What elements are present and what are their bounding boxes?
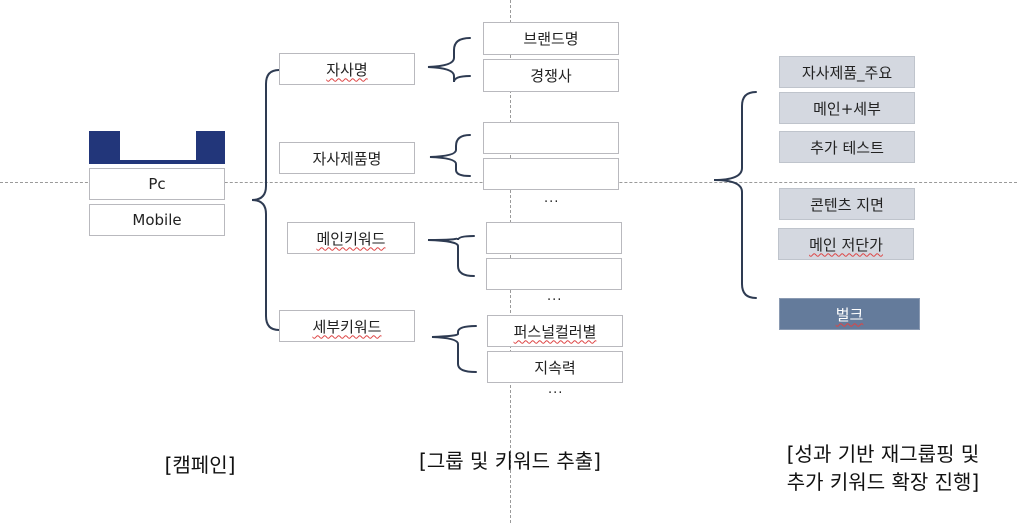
keyword-box-competitor: 경쟁사 [483, 59, 619, 92]
campaign-bracket [251, 69, 280, 331]
brand-bracket [427, 37, 471, 83]
keyword-box-main-1 [486, 222, 622, 254]
regroup-label-extra-test: 추가 테스트 [810, 138, 884, 157]
group-label-product: 자사제품명 [312, 149, 382, 168]
campaign-pc-label: Pc [148, 175, 166, 193]
caption-regroup-line1-text: [성과 기반 재그룹핑 및 [786, 442, 980, 466]
keyword-label-brand-name: 브랜드명 [523, 30, 579, 48]
product-bracket [429, 134, 471, 177]
group-box-detail-keyword: 세부키워드 [279, 310, 415, 342]
group-label-detail-keyword: 세부키워드 [312, 317, 382, 336]
caption-group-keyword: [그룹 및 키워드 추출] [419, 449, 601, 473]
campaign-header-inner [120, 131, 196, 160]
detail-keyword-bracket [431, 325, 477, 373]
campaign-mobile-label: Mobile [132, 211, 182, 229]
keyword-box-main-2 [486, 258, 622, 290]
group-box-product: 자사제품명 [279, 142, 415, 174]
keyword-label-longevity: 지속력 [534, 358, 576, 377]
keyword-label-competitor: 경쟁사 [530, 67, 572, 85]
caption-regroup-line2: 추가 키워드 확장 진행] [786, 470, 980, 494]
caption-campaign: [캠페인] [164, 453, 236, 477]
ellipsis-main: ... [547, 289, 563, 304]
campaign-mobile-box: Mobile [89, 204, 225, 236]
caption-regroup-line1: [성과 기반 재그룹핑 및 [768, 439, 998, 469]
regroup-box-extra-test: 추가 테스트 [779, 131, 915, 163]
regroup-label-main-detail: 메인+세부 [813, 99, 881, 118]
ellipsis-product: ... [544, 191, 560, 206]
group-label-main-keyword: 메인키워드 [316, 229, 386, 248]
regroup-label-product-main: 자사제품_주요 [801, 63, 893, 82]
regroup-label-main-lowcost: 메인 저단가 [809, 235, 883, 254]
keyword-box-product-1 [483, 122, 619, 154]
keyword-box-brand-name: 브랜드명 [483, 22, 619, 55]
regroup-box-content-placement: 콘텐츠 지면 [779, 188, 915, 220]
keyword-box-longevity: 지속력 [487, 351, 623, 383]
group-label-brand: 자사명 [326, 60, 368, 79]
ellipsis-detail: ... [548, 382, 564, 397]
campaign-header-bar [89, 131, 225, 164]
keyword-box-product-2 [483, 158, 619, 190]
regroup-box-product-main: 자사제품_주요 [779, 56, 915, 88]
campaign-pc-box: Pc [89, 168, 225, 200]
group-box-brand: 자사명 [279, 53, 415, 85]
group-box-main-keyword: 메인키워드 [287, 222, 415, 254]
keyword-box-personal-color: 퍼스널컬러별 [487, 315, 623, 347]
regroup-box-main-lowcost: 메인 저단가 [778, 228, 914, 260]
keyword-label-personal-color: 퍼스널컬러별 [513, 322, 597, 341]
regroup-box-bulk: 벌크 [779, 298, 920, 330]
regroup-box-main-detail: 메인+세부 [779, 92, 915, 124]
regroup-label-bulk: 벌크 [835, 305, 864, 324]
main-keyword-bracket [427, 235, 475, 277]
regroup-label-content-placement: 콘텐츠 지면 [810, 195, 884, 214]
regroup-bracket [713, 91, 757, 299]
